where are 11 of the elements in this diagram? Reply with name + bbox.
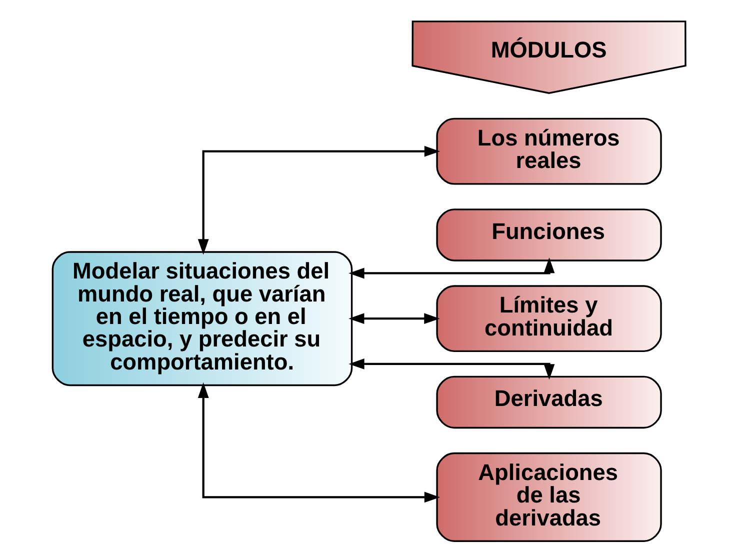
arrow [348,358,555,380]
arrow [198,146,440,255]
node-box: Límites y continuidad [436,285,662,352]
node-box: Los números reales [436,118,662,185]
node-box: Aplicaciones de las derivadas [436,452,662,542]
node-box: Modelar situaciones del mundo real, que varían en el tiempo o en el espacio, y predecir su comportamiento. [52,251,353,386]
arrow [348,313,440,324]
arrow [198,382,440,503]
node-box: Funciones [436,208,662,262]
arrow [348,257,555,279]
node-box: Derivadas [436,376,662,429]
